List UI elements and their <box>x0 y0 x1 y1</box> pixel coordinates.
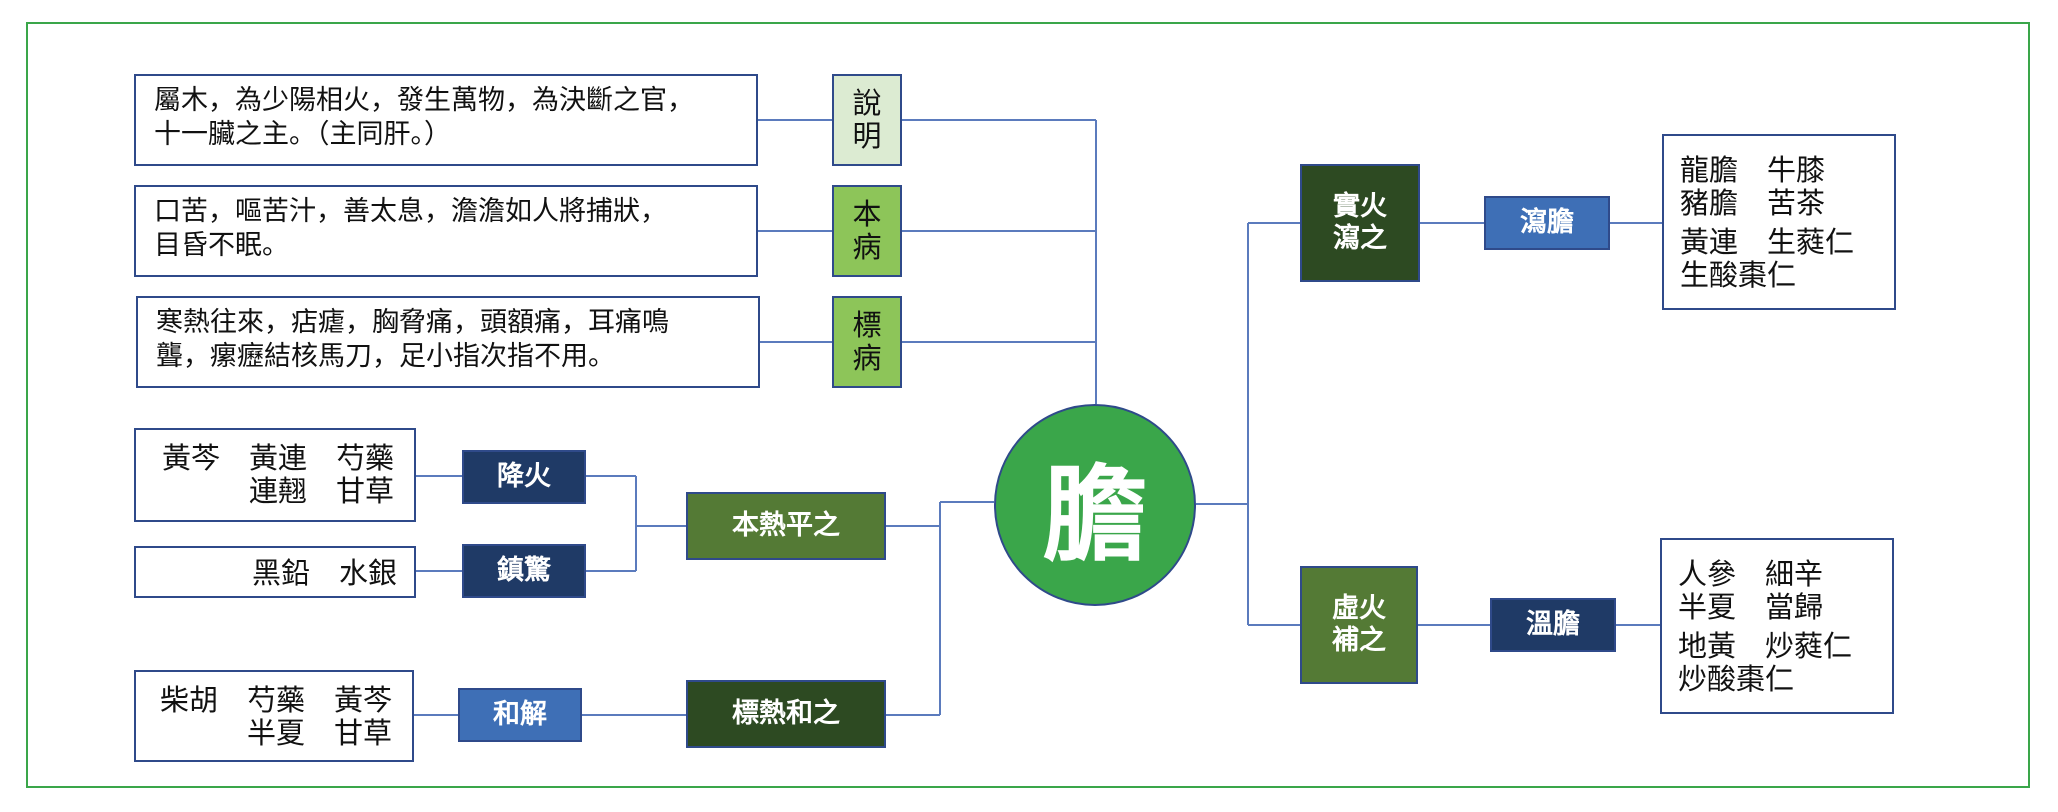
primary-disease-tag-label: 本 病 <box>852 197 882 264</box>
secondary-disease-tag: 標 病 <box>832 296 902 388</box>
deficient-fire-label: 虛火 補之 <box>1300 566 1418 684</box>
drug-box-calm-fright: 黑鉛 水銀 <box>134 546 416 598</box>
drug-box-lower-fire: 黃芩 黃連 芍藥 連翹 甘草 <box>134 428 416 522</box>
drain-drugs-1: 龍膽 牛膝 豬膽 苦茶 <box>1680 153 1826 220</box>
drug-box-drain: 龍膽 牛膝 豬膽 苦茶 黃連 生蕤仁 生酸棗仁 <box>1662 134 1896 310</box>
diagram-frame <box>26 22 2030 788</box>
warm-drugs-1: 人參 細辛 半夏 當歸 <box>1678 557 1824 624</box>
drain-drugs-2: 黃連 生蕤仁 生酸棗仁 <box>1680 225 1855 292</box>
center-node: 膽 <box>994 404 1196 606</box>
drain-gallbladder-label: 瀉膽 <box>1484 196 1610 250</box>
primary-disease-tag: 本 病 <box>832 185 902 277</box>
warm-drugs-2: 地黃 炒蕤仁 炒酸棗仁 <box>1678 629 1853 696</box>
primary-disease-text-box: 口苦，嘔苦汁，善太息，澹澹如人將捕狀， 目昏不眠。 <box>134 185 758 277</box>
secondary-disease-tag-label: 標 病 <box>852 308 882 375</box>
harmonize-label: 和解 <box>458 688 582 742</box>
secondary-disease-text-box: 寒熱往來，痁瘧，胸脅痛，頭額痛，耳痛鳴 聾，瘰癧結核馬刀，足小指次指不用。 <box>136 296 760 388</box>
primary-heat-label: 本熱平之 <box>686 492 886 560</box>
secondary-heat-label: 標熱和之 <box>686 680 886 748</box>
lower-fire-label: 降火 <box>462 450 586 504</box>
warm-gallbladder-label: 溫膽 <box>1490 598 1616 652</box>
drug-box-warm: 人參 細辛 半夏 當歸 地黃 炒蕤仁 炒酸棗仁 <box>1660 538 1894 714</box>
center-label: 膽 <box>1042 452 1147 576</box>
excess-fire-label: 實火 瀉之 <box>1300 164 1420 282</box>
drug-box-harmonize: 柴胡 芍藥 黃芩 半夏 甘草 <box>134 670 414 762</box>
explanation-tag: 說 明 <box>832 74 902 166</box>
calm-fright-label: 鎮驚 <box>462 544 586 598</box>
explanation-tag-label: 說 明 <box>852 86 882 153</box>
explanation-text-box: 屬木，為少陽相火，發生萬物，為決斷之官， 十一臟之主。（主同肝。） <box>134 74 758 166</box>
